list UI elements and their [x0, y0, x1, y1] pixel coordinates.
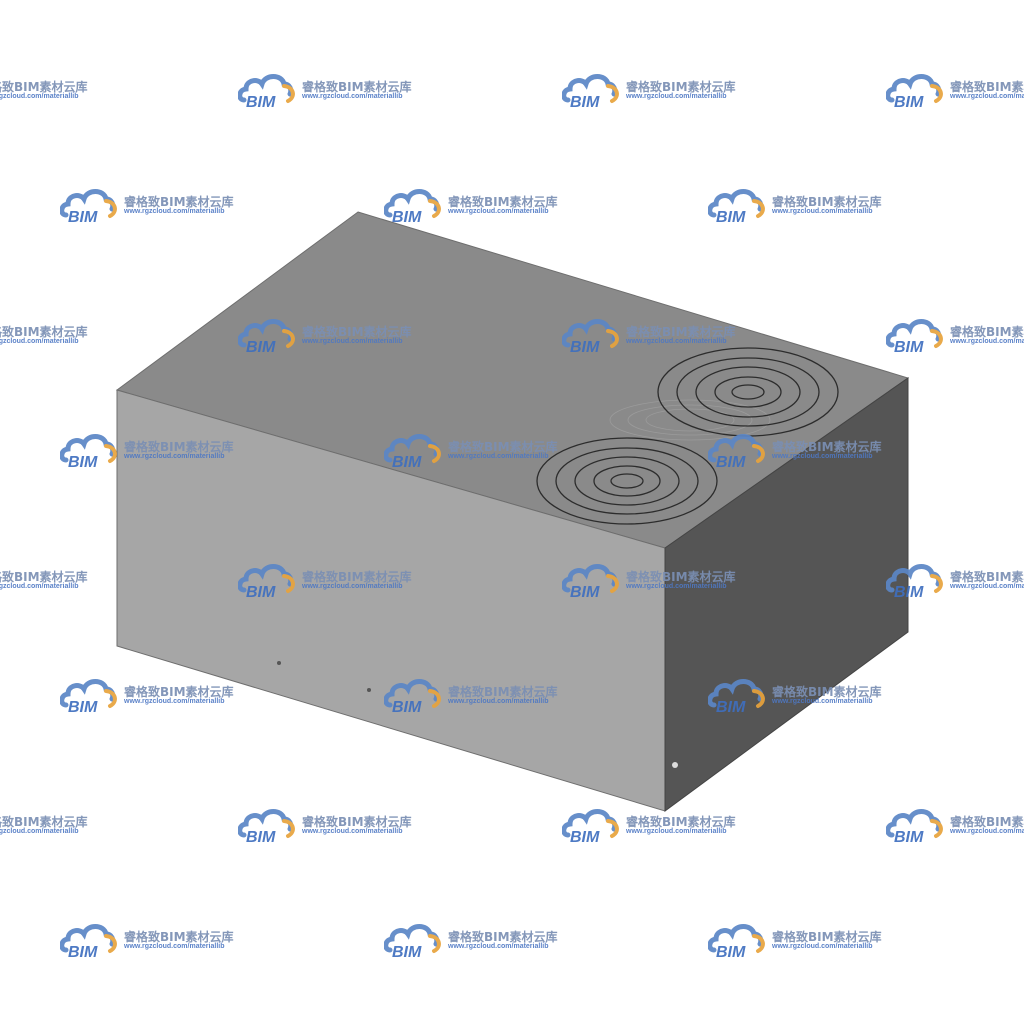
side-mark-1	[672, 762, 678, 768]
ghost-rings	[609, 399, 771, 441]
coil-lower	[536, 437, 718, 525]
front-mark-2	[367, 688, 371, 692]
front-mark-1	[277, 661, 281, 665]
